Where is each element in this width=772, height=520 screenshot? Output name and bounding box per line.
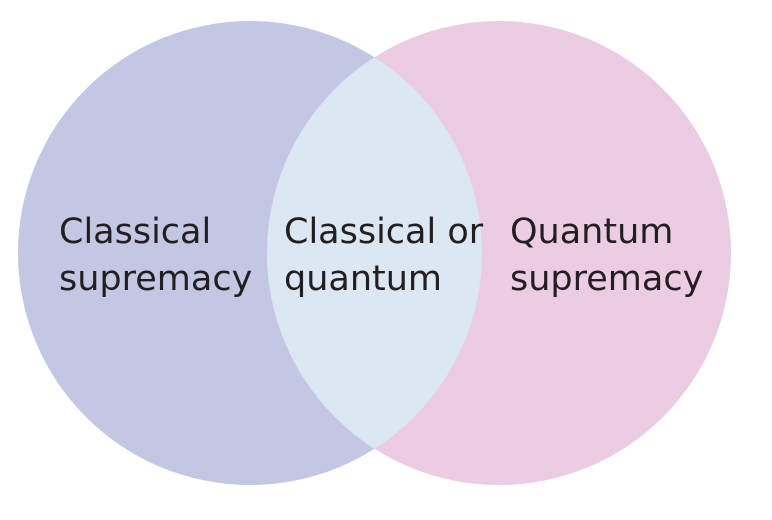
center-label-line1: Classical or xyxy=(284,212,484,252)
left-label-line1: Classical xyxy=(59,212,211,252)
right-label-line2: supremacy xyxy=(510,259,703,299)
left-label-line2: supremacy xyxy=(59,259,252,299)
intersection-region xyxy=(267,21,482,485)
left-label: Classical supremacy xyxy=(59,212,252,299)
center-label: Classical or quantum xyxy=(284,212,484,299)
right-label: Quantum supremacy xyxy=(510,212,703,299)
right-label-line1: Quantum xyxy=(510,212,673,252)
center-label-line2: quantum xyxy=(284,259,442,299)
